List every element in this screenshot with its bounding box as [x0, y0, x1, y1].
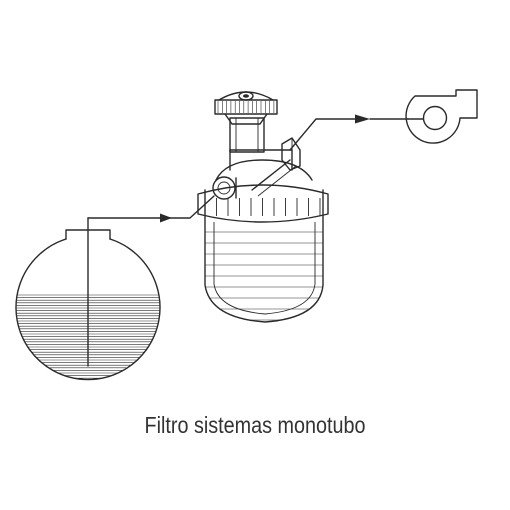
suction-line	[87, 195, 215, 223]
flow-arrow-icon	[160, 213, 172, 223]
tank-icon	[15, 217, 161, 381]
oil-filter-icon	[197, 91, 329, 323]
burner-pump-icon	[405, 89, 478, 144]
flow-arrow-icon	[355, 114, 370, 124]
outlet-line	[289, 114, 409, 151]
diagram-caption: Filtro sistemas monotubo	[144, 412, 366, 438]
